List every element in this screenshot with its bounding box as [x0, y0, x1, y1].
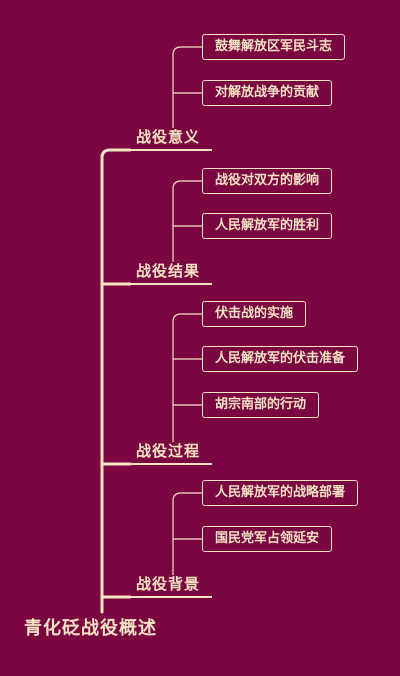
leaf-topic[interactable]: 鼓舞解放区军民斗志: [202, 34, 346, 60]
leaf-topic[interactable]: 伏击战的实施: [202, 301, 307, 327]
branch-1-leaf-connector: [172, 46, 202, 128]
branch-topic-process[interactable]: 战役过程: [136, 442, 201, 460]
root-topic[interactable]: 青化砭战役概述: [24, 618, 157, 639]
leaf-topic[interactable]: 人民解放军的胜利: [202, 213, 333, 239]
branch-3-leaf-connector: [172, 313, 202, 442]
leaf-topic[interactable]: 人民解放军的战略部署: [202, 480, 359, 506]
branch-topic-background[interactable]: 战役背景: [136, 575, 201, 593]
branch-topic-significance[interactable]: 战役意义: [136, 128, 201, 146]
branch-4-leaf-connector: [172, 492, 202, 575]
leaf-topic[interactable]: 国民党军占领延安: [202, 526, 333, 552]
leaf-topic[interactable]: 对解放战争的贡献: [202, 80, 333, 106]
leaf-topic[interactable]: 胡宗南部的行动: [202, 392, 320, 418]
leaf-topic[interactable]: 战役对双方的影响: [202, 168, 333, 194]
leaf-topic[interactable]: 人民解放军的伏击准备: [202, 346, 359, 372]
branch-topic-result[interactable]: 战役结果: [136, 262, 201, 280]
trunk-line: [100, 148, 132, 614]
branch-2-leaf-connector: [172, 180, 202, 262]
